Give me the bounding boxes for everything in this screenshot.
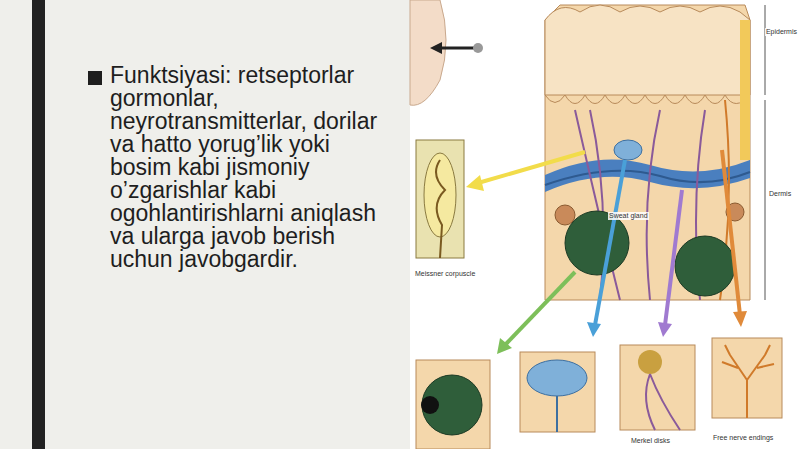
pointer-arrow: [595, 160, 625, 325]
nerve: [436, 160, 445, 258]
pointer-arrow: [505, 272, 575, 345]
epidermis: [545, 5, 750, 95]
bracket: [765, 100, 766, 300]
arrow-head: [587, 322, 601, 337]
arrow-head: [497, 338, 512, 354]
inset: [416, 360, 490, 449]
inset: [620, 345, 695, 430]
fingertip: [410, 0, 446, 105]
layer-label: Dermis: [768, 190, 792, 198]
merkel-spot: [614, 140, 642, 160]
accent-bar: [32, 0, 45, 449]
arrow-head: [430, 42, 442, 54]
part-label: Merkel disks: [630, 437, 671, 445]
pointer-arrow: [722, 150, 740, 315]
left-panel: [0, 0, 410, 449]
pacinian-corpuscle: [565, 211, 629, 275]
inset: [416, 140, 464, 258]
part-label: Meissner corpuscle: [414, 270, 476, 278]
ruffini-ending: [527, 360, 587, 396]
free-nerve-endings: [722, 345, 774, 418]
nerve: [556, 396, 558, 432]
part-label: Free nerve endings: [712, 434, 774, 442]
layer-label: Epidermis: [765, 28, 798, 36]
arrow-head: [733, 311, 747, 327]
nerve: [646, 374, 680, 430]
part-label: Sweat gland: [608, 212, 649, 220]
papillae: [545, 95, 750, 104]
probe: [473, 43, 483, 53]
inset: [712, 338, 782, 418]
side-layer: [740, 20, 750, 160]
pointer-arrow: [478, 152, 585, 183]
arrow-head: [658, 322, 672, 337]
pacinian-corpuscle: [422, 375, 482, 435]
inset: [520, 352, 595, 432]
arrow-line: [438, 47, 475, 50]
blood-vessel: [545, 159, 750, 192]
bullet-text: Funktsiyasi: retseptorlar gormonlar, ney…: [110, 64, 382, 271]
pacinian-corpuscle: [675, 236, 735, 296]
bracket: [765, 5, 766, 95]
arrow-head: [466, 175, 484, 191]
gland-coil: [555, 205, 575, 225]
merkel-cell: [638, 350, 662, 374]
bullet: [88, 71, 102, 85]
dermis-block: [545, 5, 750, 300]
pointer-arrow: [665, 190, 682, 325]
core: [421, 396, 439, 414]
vessel-line: [545, 171, 750, 185]
